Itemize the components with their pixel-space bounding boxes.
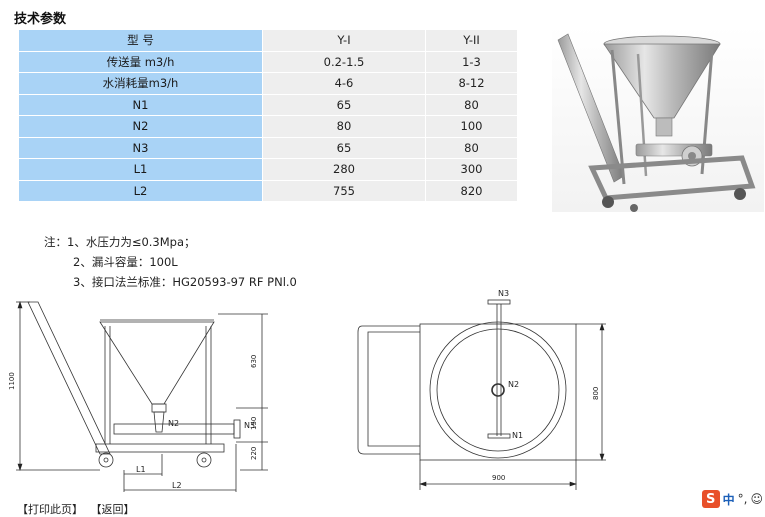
row-value-y2: 80 [426,137,517,159]
ime-mode-toggle[interactable]: 中 [722,492,735,507]
label-n2-top: N2 [508,380,519,389]
dim-150: 150 [250,417,258,430]
row-value-y2: 1-3 [426,51,517,73]
row-value-y1: 80 [263,116,426,138]
section-title: 技术参数 [14,12,67,27]
ime-toolbar[interactable]: S 中 °, ☺ [701,489,763,509]
table-row: N2 80 100 [19,116,517,138]
header-y2: Y-II [426,30,517,52]
label-n1-top: N1 [512,431,523,440]
table-row: 水消耗量m3/h 4-6 8-12 [19,73,517,95]
label-n3-side: N3 [244,421,255,430]
row-value-y1: 0.2-1.5 [263,51,426,73]
row-value-y2: 820 [426,180,517,202]
label-l1: L1 [136,465,146,474]
table-row: L2 755 820 [19,180,517,202]
row-value-y1: 755 [263,180,426,202]
print-page-link[interactable]: 【打印此页】 [17,503,83,516]
ime-emoji-icon[interactable]: ☺ [750,492,763,506]
header-y1: Y-I [263,30,426,52]
spec-table: 型 号 Y-I Y-II 传送量 m3/h 0.2-1.5 1-3 水消耗量m3… [19,30,517,202]
dim-220: 220 [250,447,258,460]
technical-drawing: 1100 630 150 220 N2 N3 L1 L2 N3 N2 N1 80… [8,289,606,492]
label-n2-side: N2 [168,419,179,428]
row-label: 传送量 m3/h [19,51,263,73]
back-link[interactable]: 【返回】 [90,503,135,516]
table-row: L1 280 300 [19,159,517,181]
row-label: N3 [19,137,263,159]
footer-links: 【打印此页】 【返回】 [17,501,139,517]
table-row: 传送量 m3/h 0.2-1.5 1-3 [19,51,517,73]
row-value-y2: 300 [426,159,517,181]
dim-800: 800 [592,387,600,400]
row-value-y1: 280 [263,159,426,181]
note-1: 注：1、水压力为≤0.3Mpa； [44,235,196,249]
note-2: 2、漏斗容量：100L [73,255,178,269]
header-model: 型 号 [19,30,263,52]
dim-630: 630 [250,355,258,368]
table-row: N3 65 80 [19,137,517,159]
note-3: 3、接口法兰标准：HG20593-97 RF PNl.0 [73,275,297,289]
row-value-y1: 4-6 [263,73,426,95]
label-l2: L2 [172,481,182,490]
row-value-y1: 65 [263,94,426,116]
ime-punct-toggle[interactable]: °, [737,492,748,506]
label-n3-top: N3 [498,289,509,298]
row-label: 水消耗量m3/h [19,73,263,95]
dim-900: 900 [492,474,505,482]
sogou-logo-icon[interactable]: S [701,490,720,508]
notes: 注：1、水压力为≤0.3Mpa； 2、漏斗容量：100L 3、接口法兰标准：HG… [44,232,297,292]
row-label: N1 [19,94,263,116]
table-header-row: 型 号 Y-I Y-II [19,30,517,52]
dim-1100: 1100 [8,372,16,390]
table-row: N1 65 80 [19,94,517,116]
row-value-y2: 100 [426,116,517,138]
row-value-y2: 8-12 [426,73,517,95]
row-label: N2 [19,116,263,138]
product-photo [552,26,764,212]
row-label: L1 [19,159,263,181]
row-value-y2: 80 [426,94,517,116]
row-label: L2 [19,180,263,202]
row-value-y1: 65 [263,137,426,159]
